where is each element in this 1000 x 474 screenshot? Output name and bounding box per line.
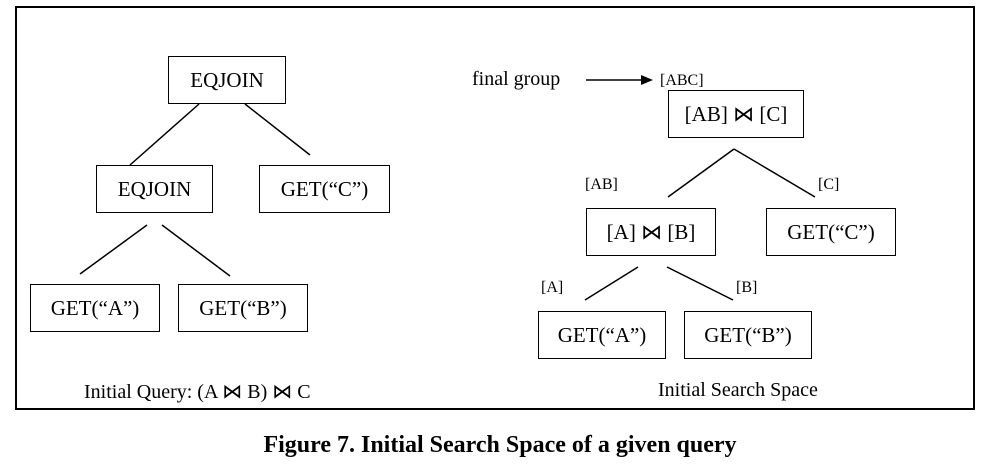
edge-right-root-to-c <box>733 148 816 198</box>
right-get-b: GET(“B”) <box>684 311 812 359</box>
left-get-c: GET(“C”) <box>259 165 390 213</box>
group-label-a: [A] <box>541 279 564 296</box>
arrow-head-icon <box>641 75 653 85</box>
edge-right-ab-to-b <box>666 266 734 301</box>
left-get-a: GET(“A”) <box>30 284 160 332</box>
group-label-c: [C] <box>818 176 840 193</box>
group-label-abc: [ABC] <box>660 72 704 89</box>
final-group-label: final group <box>472 68 561 90</box>
edge-left-join-to-get-b <box>161 224 231 277</box>
edge-right-ab-to-a <box>584 266 639 301</box>
right-mid-join: [A] ⋈ [B] <box>586 208 716 256</box>
left-root-eqjoin: EQJOIN <box>168 56 286 104</box>
edge-right-root-to-ab <box>667 148 735 198</box>
right-get-a: GET(“A”) <box>538 311 666 359</box>
left-caption: Initial Query: (A ⋈ B) ⋈ C <box>84 381 311 403</box>
figure-caption: Figure 7. Initial Search Space of a give… <box>263 432 737 458</box>
right-caption: Initial Search Space <box>658 379 818 401</box>
edge-left-root-to-get-c <box>244 103 311 156</box>
group-label-ab: [AB] <box>585 176 618 193</box>
right-root-join: [AB] ⋈ [C] <box>668 90 804 138</box>
edge-left-join-to-get-a <box>79 224 148 275</box>
left-get-b: GET(“B”) <box>178 284 308 332</box>
group-label-b: [B] <box>736 279 758 296</box>
edge-left-root-to-join <box>129 103 200 166</box>
right-get-c: GET(“C”) <box>766 208 896 256</box>
left-mid-eqjoin: EQJOIN <box>96 165 213 213</box>
